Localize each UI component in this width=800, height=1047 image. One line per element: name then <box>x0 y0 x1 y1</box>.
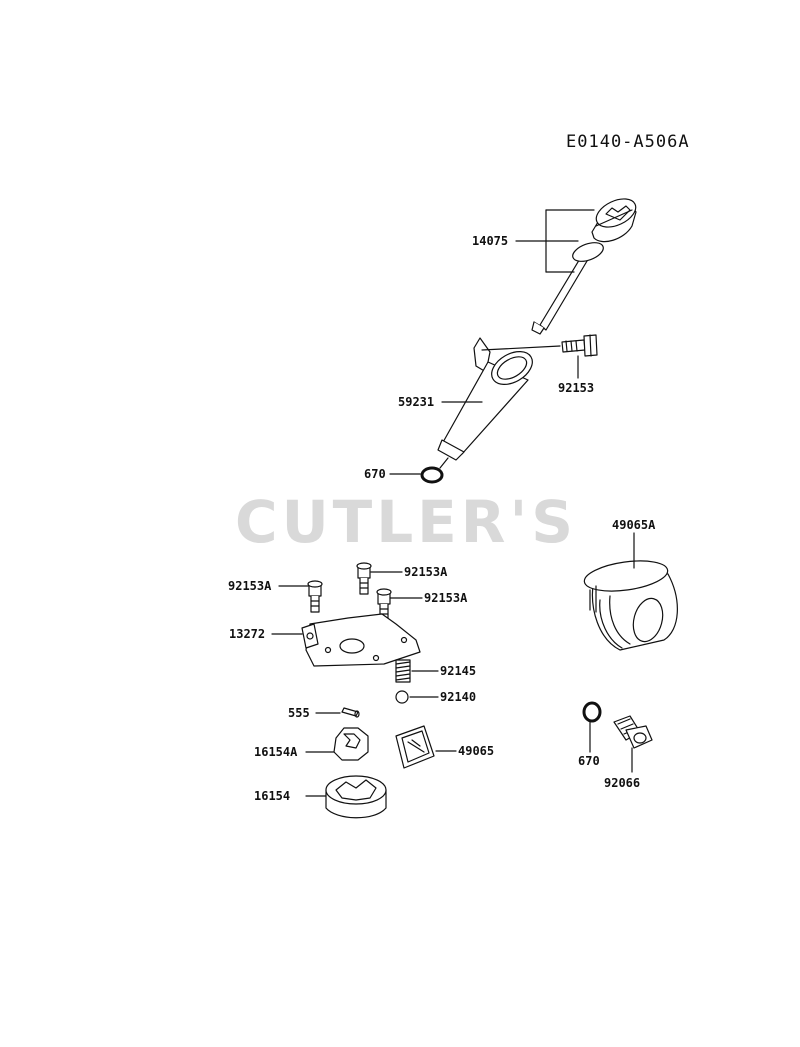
part-label-92153[interactable]: 92153 <box>558 381 595 395</box>
part-label-92140[interactable]: 92140 <box>440 690 477 704</box>
spring-92145-part[interactable] <box>395 659 411 683</box>
cover-plate-13272-part[interactable] <box>301 613 421 667</box>
outer-rotor-16154-part[interactable] <box>325 775 387 819</box>
bolt-92153a-right-part[interactable] <box>376 588 392 621</box>
watermark-text: CUTLER'S <box>235 488 577 556</box>
part-label-49065a[interactable]: 49065A <box>612 518 656 532</box>
o-ring-670-bottom-part[interactable] <box>582 701 602 723</box>
part-label-670-top[interactable]: 670 <box>364 467 386 481</box>
part-label-16154a[interactable]: 16154A <box>254 745 298 759</box>
filler-tube-59231-part[interactable] <box>437 337 561 461</box>
ball-92140-part[interactable] <box>395 690 409 704</box>
part-label-59231[interactable]: 59231 <box>398 395 435 409</box>
gasket-49065-part[interactable] <box>395 725 435 769</box>
part-label-13272[interactable]: 13272 <box>229 627 266 641</box>
part-label-92153a-left[interactable]: 92153A <box>228 579 272 593</box>
part-label-670-bottom[interactable]: 670 <box>578 754 600 768</box>
part-label-16154[interactable]: 16154 <box>254 789 291 803</box>
diagram-code: E0140-A506A <box>566 132 690 152</box>
part-label-92153a-right[interactable]: 92153A <box>424 591 468 605</box>
o-ring-670-top-part[interactable] <box>420 466 444 484</box>
oil-filter-49065a-part[interactable] <box>582 556 678 651</box>
drain-plug-92066-part[interactable] <box>613 715 653 749</box>
bolt-92153-part[interactable] <box>561 334 598 357</box>
part-label-14075[interactable]: 14075 <box>472 234 509 248</box>
leader-lines <box>271 209 635 797</box>
part-label-92153a-middle[interactable]: 92153A <box>404 565 448 579</box>
dipstick-part[interactable] <box>531 193 640 335</box>
part-label-49065[interactable]: 49065 <box>458 744 495 758</box>
part-label-92145[interactable]: 92145 <box>440 664 477 678</box>
pin-555-part[interactable] <box>341 707 360 718</box>
part-label-92066[interactable]: 92066 <box>604 776 641 790</box>
inner-rotor-16154a-part[interactable] <box>333 727 369 761</box>
bolt-92153a-left-part[interactable] <box>307 580 323 613</box>
bolt-92153a-middle-part[interactable] <box>356 562 372 595</box>
part-label-555[interactable]: 555 <box>288 706 310 720</box>
